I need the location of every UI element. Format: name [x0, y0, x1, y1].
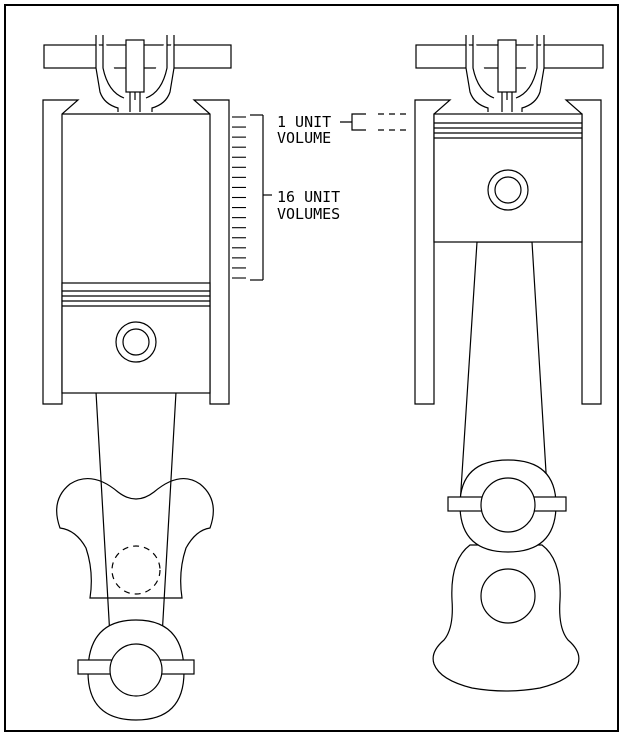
- one-unit-volume-label: 1 UNIT VOLUME: [277, 113, 410, 147]
- right-valves: [465, 35, 545, 112]
- left-engine: [42, 35, 232, 721]
- sixteen-unit-label-line2: VOLUMES: [277, 205, 340, 223]
- right-injector: [497, 39, 517, 93]
- right-crank-counterweight: [432, 544, 580, 692]
- right-engine: [414, 35, 604, 692]
- sixteen-unit-volumes-label: 16 UNIT VOLUMES: [277, 188, 340, 223]
- right-cylinder-wall-right: [564, 99, 602, 405]
- sixteen-unit-label-line1: 16 UNIT: [277, 188, 340, 206]
- left-cylinder-wall-left: [42, 99, 80, 405]
- one-unit-label-line2: VOLUME: [277, 129, 331, 147]
- left-injector: [125, 39, 145, 93]
- left-crank-journal-hidden: [111, 545, 161, 595]
- left-cylinder-wall-right: [192, 99, 230, 405]
- right-crank-journal: [480, 568, 536, 624]
- one-unit-label-line1: 1 UNIT: [277, 113, 331, 131]
- volume-scale: [232, 114, 272, 281]
- right-piston: [433, 113, 583, 243]
- left-crank-counterweight: [56, 477, 214, 599]
- left-piston: [61, 282, 211, 394]
- right-cylinder-wall-left: [414, 99, 452, 405]
- right-crank-pin: [480, 477, 536, 533]
- left-crank-pin: [109, 643, 163, 697]
- left-valves: [95, 35, 175, 112]
- scale-ticks: [232, 116, 246, 279]
